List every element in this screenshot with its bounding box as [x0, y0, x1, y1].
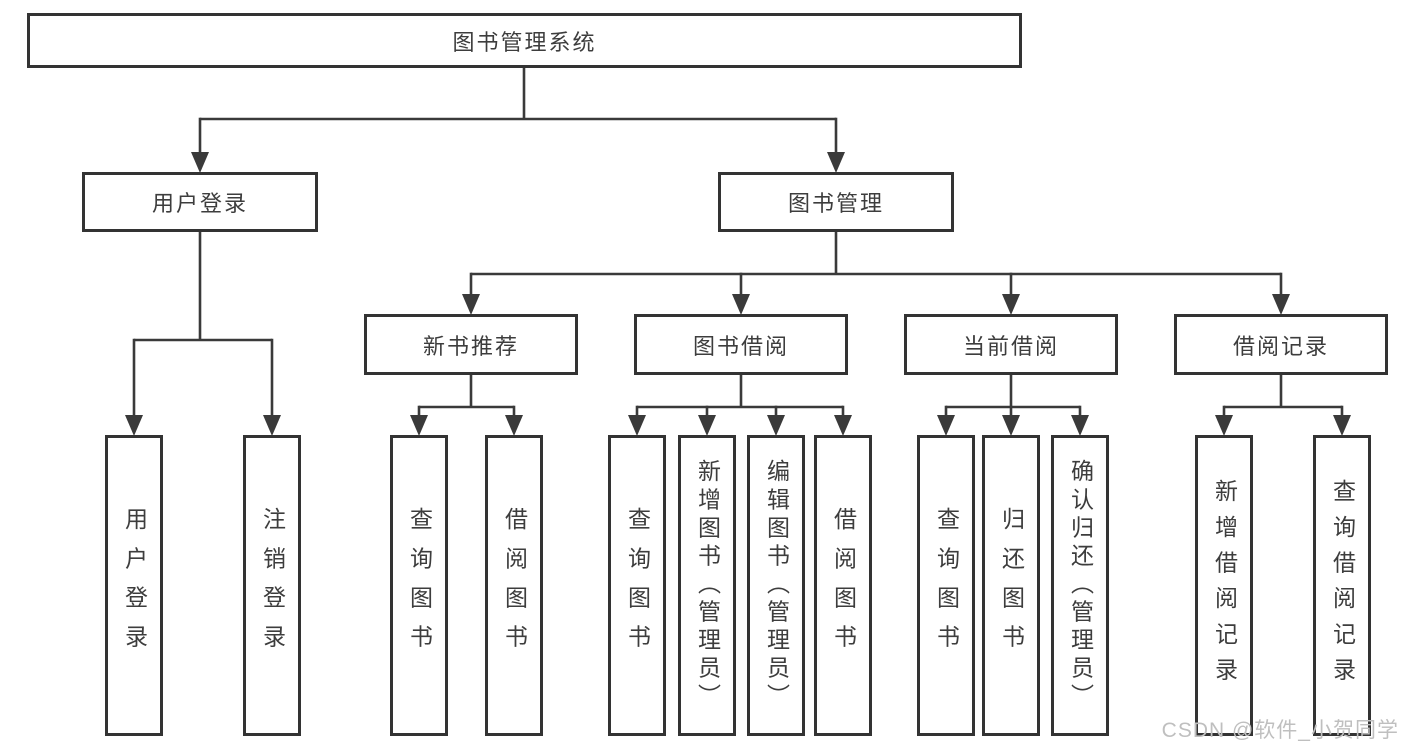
arrowhead [505, 415, 523, 436]
connector-new-book-to-leaves [410, 373, 523, 436]
leaf-borrow-add-book-admin: 新增图书（管理员） [678, 435, 736, 736]
arrowhead [462, 294, 480, 315]
node-user-login: 用户登录 [82, 172, 318, 232]
leaf-borrow-query-book: 查询图书 [608, 435, 666, 736]
arrowhead [1272, 294, 1290, 315]
arrowhead [191, 152, 209, 173]
connector-current-borrow-to-leaves [937, 373, 1089, 436]
arrowhead [1071, 415, 1089, 436]
arrowhead [937, 415, 955, 436]
leaf-current-confirm-return-admin: 确认归还（管理员） [1051, 435, 1109, 736]
arrowhead [1215, 415, 1233, 436]
arrowhead [827, 152, 845, 173]
arrowhead [767, 415, 785, 436]
connector-user-login-to-leaves [125, 231, 281, 436]
leaf-borrow-edit-book-admin: 编辑图书（管理员） [747, 435, 805, 736]
arrowhead [834, 415, 852, 436]
leaf-current-query-book: 查询图书 [917, 435, 975, 736]
node-new-book-recommend: 新书推荐 [364, 314, 578, 375]
connector-book-management-to-level2 [462, 231, 1290, 315]
leaf-records-query-record: 查询借阅记录 [1313, 435, 1371, 736]
arrowhead [732, 294, 750, 315]
leaf-newbook-query-book: 查询图书 [390, 435, 448, 736]
leaf-records-add-record: 新增借阅记录 [1195, 435, 1253, 736]
csdn-watermark: CSDN @软件_小贺同学 [1161, 719, 1399, 742]
connector-root-to-level1 [191, 67, 845, 173]
node-current-borrow: 当前借阅 [904, 314, 1118, 375]
leaf-borrow-borrow-book: 借阅图书 [814, 435, 872, 736]
leaf-user-login: 用户登录 [105, 435, 163, 736]
arrowhead [698, 415, 716, 436]
arrowhead [1333, 415, 1351, 436]
arrowhead [1002, 294, 1020, 315]
connector-book-borrow-to-leaves [628, 373, 852, 436]
leaf-newbook-borrow-book: 借阅图书 [485, 435, 543, 736]
leaf-current-return-book: 归还图书 [982, 435, 1040, 736]
arrowhead [1002, 415, 1020, 436]
arrowhead [628, 415, 646, 436]
arrowhead [263, 415, 281, 436]
node-root-system: 图书管理系统 [27, 13, 1022, 68]
arrowhead [125, 415, 143, 436]
connector-borrow-records-to-leaves [1215, 373, 1351, 436]
node-book-borrow: 图书借阅 [634, 314, 848, 375]
node-book-management: 图书管理 [718, 172, 954, 232]
arrowhead [410, 415, 428, 436]
node-borrow-records: 借阅记录 [1174, 314, 1388, 375]
leaf-logout: 注销登录 [243, 435, 301, 736]
